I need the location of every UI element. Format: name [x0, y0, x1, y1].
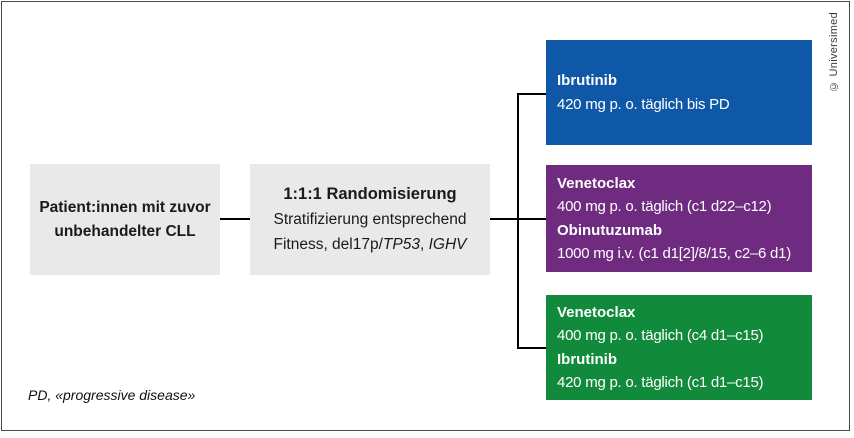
patient-box-line1: Patient:innen mit zuvor — [39, 198, 211, 216]
connector-branch-top — [517, 93, 546, 95]
connector-patient-randomization — [220, 218, 250, 220]
abbreviation-footnote: PD, «progressive disease» — [28, 387, 196, 403]
gene-ighv: IGHV — [428, 236, 467, 253]
patient-box: Patient:innen mit zuvor unbehandelter CL… — [30, 164, 220, 275]
stratification-line1: Stratifizierung entsprechend — [273, 211, 467, 228]
arm2-drug1-name: Venetoclax — [557, 174, 636, 192]
arm2-drug2-name: Obinutuzumab — [557, 221, 662, 239]
randomization-title: 1:1:1 Randomisierung — [283, 185, 457, 203]
arm3-drug1-name: Venetoclax — [557, 303, 636, 321]
stratification-line2: Fitness, del17p/TP53, IGHV — [273, 232, 466, 257]
arm1-dose: 420 mg p. o. täglich bis PD — [557, 95, 730, 113]
arm2-drug1-dose: 400 mg p. o. täglich (c1 d22–c12) — [557, 198, 772, 215]
arm1-drug-name: Ibrutinib — [557, 72, 617, 89]
arm3-drug2-dose: 420 mg p. o. täglich (c1 d1–c15) — [557, 374, 764, 391]
stratification-prefix: Fitness, del17p/ — [273, 236, 383, 253]
arm-venetoclax-obinutuzumab-box: Venetoclax 400 mg p. o. täglich (c1 d22–… — [546, 165, 812, 272]
arm-ibrutinib-box: Ibrutinib 420 mg p. o. täglich bis PD — [546, 40, 812, 145]
gene-tp53: TP53 — [382, 236, 420, 253]
arm3-drug1-dose: 400 mg p. o. täglich (c4 d1–c15) — [557, 327, 764, 344]
patient-box-line2: unbehandelter CLL — [54, 222, 196, 240]
stratification-separator: , — [419, 236, 429, 253]
copyright-credit: © Universimed — [828, 12, 840, 93]
arm-venetoclax-ibrutinib-box: Venetoclax 400 mg p. o. täglich (c4 d1–c… — [546, 295, 812, 400]
connector-branch-bottom — [517, 347, 546, 349]
randomization-box: 1:1:1 Randomisierung Stratifizierung ent… — [250, 164, 490, 275]
arm3-drug2-name: Ibrutinib — [557, 350, 617, 368]
arm2-drug2-dose: 1000 mg i.v. (c1 d1[2]/8/15, c2–6 d1) — [557, 245, 791, 262]
connector-trunk — [517, 93, 519, 348]
